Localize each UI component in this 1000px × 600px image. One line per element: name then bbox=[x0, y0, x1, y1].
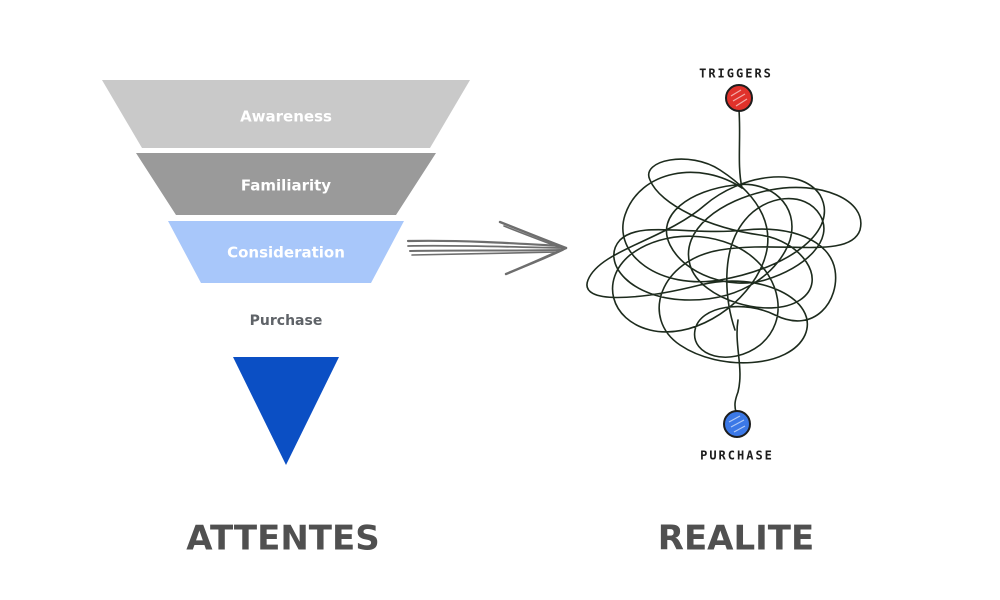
funnel-stage-consideration bbox=[168, 221, 404, 283]
funnel-stage-familiarity bbox=[136, 153, 436, 215]
journey-tangle bbox=[586, 158, 862, 364]
customer-journey-scribble bbox=[586, 109, 862, 413]
funnel-stage-awareness-label: Awareness bbox=[240, 108, 332, 126]
purchase-end-label: PURCHASE bbox=[700, 449, 774, 463]
caption-reality: REALITE bbox=[658, 519, 814, 559]
marketing-funnel: Awareness Familiarity Consideration Purc… bbox=[102, 80, 470, 465]
caption-expectations: ATTENTES bbox=[186, 519, 379, 559]
funnel-stage-awareness bbox=[102, 80, 470, 148]
journey-start-line bbox=[738, 109, 743, 189]
journey-end-line bbox=[734, 319, 741, 413]
transition-arrow bbox=[406, 220, 568, 276]
funnel-stage-familiarity-label: Familiarity bbox=[241, 177, 331, 195]
funnel-purchase-label: Purchase bbox=[250, 313, 323, 329]
purchase-marker-hatching bbox=[728, 415, 746, 433]
funnel-stage-consideration-label: Consideration bbox=[227, 244, 345, 262]
triggers-label: TRIGGERS bbox=[699, 67, 773, 81]
funnel-purchase-triangle bbox=[233, 357, 339, 465]
triggers-marker-hatching bbox=[730, 89, 748, 107]
